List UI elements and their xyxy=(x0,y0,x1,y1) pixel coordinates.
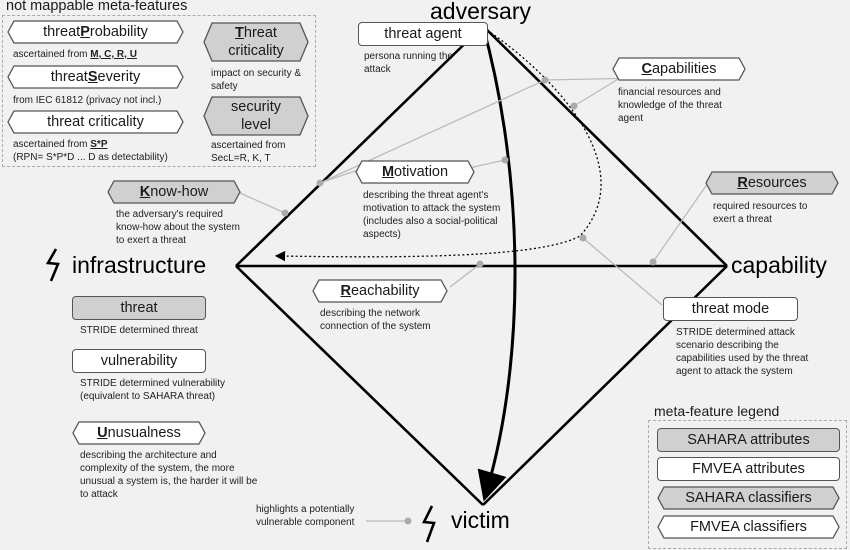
legend-fmvea-classifiers: FMVEA classifiers xyxy=(657,515,840,539)
know-how-desc: the adversary's required know-how about … xyxy=(116,209,240,246)
motivation-desc: describing the threat agent's motivation… xyxy=(363,190,501,240)
meta-features-box xyxy=(2,15,316,167)
vertex-capability: capability xyxy=(731,252,827,278)
threat-severity-desc: from IEC 61812 (privacy not incl.) xyxy=(13,95,162,106)
edge-infrastructure-victim xyxy=(235,265,484,506)
vulnerability-tag: vulnerability xyxy=(72,349,206,373)
threat-criticality-tag: threat criticality xyxy=(7,110,184,134)
resources-desc: required resources to exert a threat xyxy=(713,201,808,225)
legend-sahara-classifiers: SAHARA classifiers xyxy=(657,486,840,510)
threat-probability-desc: ascertained from M, C, R, U xyxy=(13,49,137,60)
dotted-attack-path xyxy=(274,29,602,262)
highlight-note: highlights a potentially vulnerable comp… xyxy=(256,504,355,528)
vertex-victim: victim xyxy=(451,507,510,533)
reachability-desc: describing the network connection of the… xyxy=(320,308,431,332)
legend-title: meta-feature legend xyxy=(652,403,782,419)
lightning-icon xyxy=(45,248,60,282)
unusualness-desc: describing the architecture and complexi… xyxy=(80,450,258,500)
attack-path-arrow xyxy=(477,25,517,502)
lightning-icon xyxy=(421,505,436,543)
threat-agent-tag: threat agent xyxy=(358,22,488,46)
legend-fmvea-attributes: FMVEA attributes xyxy=(657,457,840,481)
security-level-desc: ascertained from SecL=R, K, T xyxy=(211,140,286,164)
legend-box xyxy=(648,420,847,549)
threat-mode-tag: threat mode xyxy=(663,297,798,321)
capabilities-desc: financial resources and knowledge of the… xyxy=(618,87,722,124)
vulnerability-desc: STRIDE determined vulnerability (equival… xyxy=(80,378,226,402)
connector-dots xyxy=(281,76,657,525)
vertex-infrastructure: infrastructure xyxy=(72,252,207,278)
security-level-tag: security level xyxy=(203,96,309,136)
legend-sahara-attributes: SAHARA attributes xyxy=(657,428,840,452)
threat-mode-desc: STRIDE determined attack scenario descri… xyxy=(676,327,809,377)
threat-criticality-desc: ascertained from S*P (RPN= S*P*D ... D a… xyxy=(13,139,168,163)
threat-desc: STRIDE determined threat xyxy=(80,325,198,336)
threat-criticality-sahara-desc: impact on security & safety xyxy=(211,68,302,92)
threat-tag: threat xyxy=(72,296,206,320)
vertex-adversary: adversary xyxy=(430,0,531,24)
threat-criticality-sahara-tag: Threat criticality xyxy=(203,22,309,62)
meta-box-title: not mappable meta-features xyxy=(4,0,190,14)
threat-agent-desc: persona running the attack xyxy=(364,51,453,75)
edge-adversary-infrastructure xyxy=(235,25,484,267)
edge-adversary-capability xyxy=(482,25,728,267)
